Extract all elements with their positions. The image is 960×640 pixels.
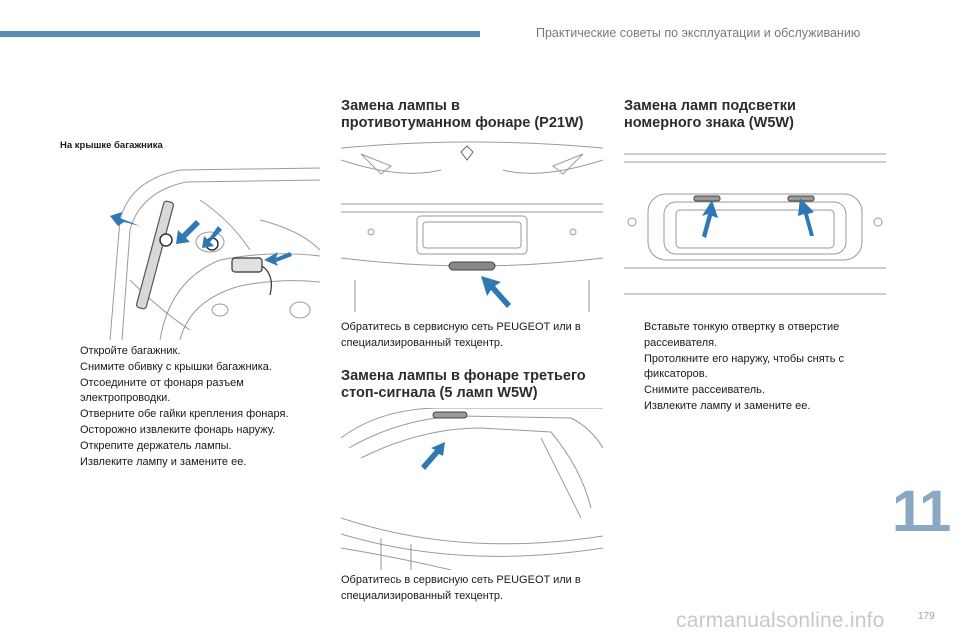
rear-window-illustration — [341, 408, 603, 570]
list-item: Откройте багажник. — [80, 345, 181, 357]
license-plate-illustration — [624, 150, 886, 300]
third-stop-lamp-title: Замена лампы в фонаре третьего стоп-сигн… — [341, 368, 586, 401]
list-item: Вставьте тонкую отвертку в отверстие рас… — [644, 321, 840, 349]
trunk-lid-caption: На крышке багажника — [60, 140, 163, 151]
plate-lamp-title: Замена ламп подсветки номерного знака (W… — [624, 98, 796, 131]
page-header-title: Практические советы по эксплуатации и об… — [536, 26, 861, 40]
list-item: Снимите рассеиватель. — [644, 384, 765, 397]
page-number: 179 — [918, 611, 935, 622]
fog-lamp-title: Замена лампы в противотуманном фонаре (P… — [341, 98, 584, 131]
list-item: Отверните обе гайки крепления фонаря. — [80, 408, 289, 421]
third-stop-lamp-note: Обратитесь в сервисную сеть PEUGEOT или … — [341, 574, 581, 602]
fog-lamp-note: Обратитесь в сервисную сеть PEUGEOT или … — [341, 321, 581, 349]
header-bar — [0, 31, 480, 37]
rear-bumper-illustration — [341, 140, 603, 312]
trunk-lid-steps: Откройте багажник. Снимите обивку с крыш… — [60, 344, 320, 470]
chapter-number: 11 — [892, 479, 951, 544]
trunk-lid-illustration — [100, 160, 320, 340]
list-item: Осторожно извлеките фонарь наружу. — [80, 423, 276, 436]
list-item: Открепите держатель лампы. — [80, 439, 232, 452]
watermark: carmanualsonline.info — [676, 609, 885, 632]
plate-lamp-steps: Вставьте тонкую отвертку в отверстие рас… — [624, 320, 884, 415]
list-item: Снимите обивку с крышки багажника. — [80, 360, 272, 373]
list-item: Протолкните его наружу, чтобы снять с фи… — [644, 352, 844, 381]
list-item: Отсоедините от фонаря разъем электропров… — [80, 376, 244, 405]
list-item: Извлеките лампу и замените ее. — [644, 399, 811, 412]
list-item: Извлеките лампу и замените ее. — [80, 455, 247, 468]
